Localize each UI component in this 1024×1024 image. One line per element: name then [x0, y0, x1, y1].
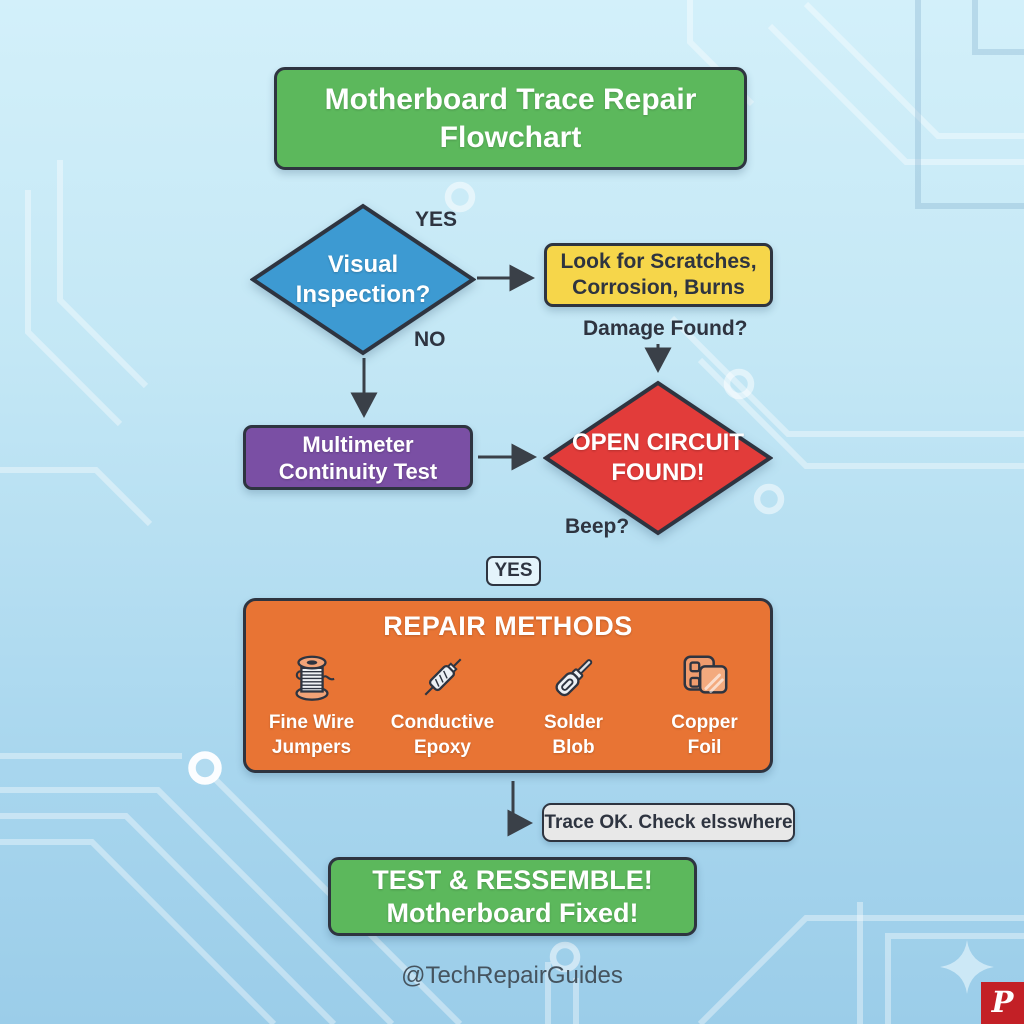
method-label-line-2: Foil — [687, 737, 722, 758]
glossy-pad — [188, 751, 222, 785]
wire-spool-icon — [294, 655, 334, 701]
method-label-line-2: Epoxy — [413, 737, 472, 758]
method-label-line-2: Blob — [552, 737, 595, 758]
repair-methods-row: Fine Wire Jumpers Conductive Epoxy — [246, 650, 770, 760]
soldering-iron-icon — [554, 659, 592, 697]
decision-diamond-shape — [250, 203, 476, 356]
multimeter-line-1: Multimeter — [302, 431, 414, 457]
method-copper-foil: Copper Foil — [639, 650, 770, 760]
alert-diamond-shape — [543, 380, 773, 536]
open-circuit-decision: OPEN CIRCUIT FOUND! — [543, 380, 773, 536]
yes-branch-label: YES — [415, 208, 458, 231]
sparkle-icon — [940, 940, 994, 994]
final-line-2: Motherboard Fixed! — [386, 897, 639, 928]
method-conductive-epoxy: Conductive Epoxy — [377, 650, 508, 760]
pinterest-logo-icon: P — [991, 984, 1014, 1019]
method-label-line-1: Fine Wire — [268, 712, 355, 733]
repair-methods-title: REPAIR METHODS — [383, 611, 633, 641]
title-line-1: Motherboard Trace Repair — [324, 82, 697, 116]
trace-ok-box: Trace OK. Check elsswhere — [542, 803, 795, 842]
title-line-2: Flowchart — [439, 120, 582, 154]
visual-inspection-line-2: Inspection? — [295, 280, 431, 308]
visual-inspection-line-1: Visual — [327, 250, 399, 278]
final-line-1: TEST & RESSEMBLE! — [372, 864, 653, 895]
multimeter-line-2: Continuity Test — [278, 458, 438, 484]
damage-found-label: Damage Found? — [583, 317, 748, 340]
final-result-box: TEST & RESSEMBLE! Motherboard Fixed! — [328, 857, 697, 936]
title-box: Motherboard Trace Repair Flowchart — [274, 67, 747, 170]
repair-methods-box: REPAIR METHODS Fine Wire Jumpers — [243, 598, 773, 773]
arrow-repair-to-traceok — [507, 781, 533, 837]
look-for-scratches-box: Look for Scratches, Corrosion, Burns — [544, 243, 773, 307]
no-branch-label: NO — [414, 328, 446, 351]
epoxy-syringe-icon — [424, 658, 461, 696]
method-label-line-1: Solder — [543, 712, 604, 733]
scratches-line-1: Look for Scratches, — [560, 250, 757, 273]
beep-label: Beep? — [565, 515, 630, 538]
method-fine-wire-jumpers: Fine Wire Jumpers — [246, 650, 377, 760]
open-circuit-line-1: OPEN CIRCUIT — [571, 429, 744, 456]
yes-chip: YES — [486, 556, 541, 586]
scratches-line-2: Corrosion, Burns — [572, 276, 745, 299]
method-label-line-2: Jumpers — [271, 737, 352, 758]
method-label-line-1: Conductive — [390, 712, 495, 733]
visual-inspection-decision: Visual Inspection? — [250, 203, 476, 356]
multimeter-test-box: Multimeter Continuity Test — [243, 425, 473, 490]
method-label-line-1: Copper — [671, 712, 738, 733]
circuit-trace-dark — [915, 0, 1024, 209]
credit-handle: @TechRepairGuides — [401, 962, 623, 989]
method-solder-blob: Solder Blob — [508, 650, 639, 760]
open-circuit-line-2: FOUND! — [611, 459, 705, 486]
copper-foil-icon — [682, 655, 727, 694]
pinterest-save-badge[interactable]: P — [981, 982, 1024, 1024]
